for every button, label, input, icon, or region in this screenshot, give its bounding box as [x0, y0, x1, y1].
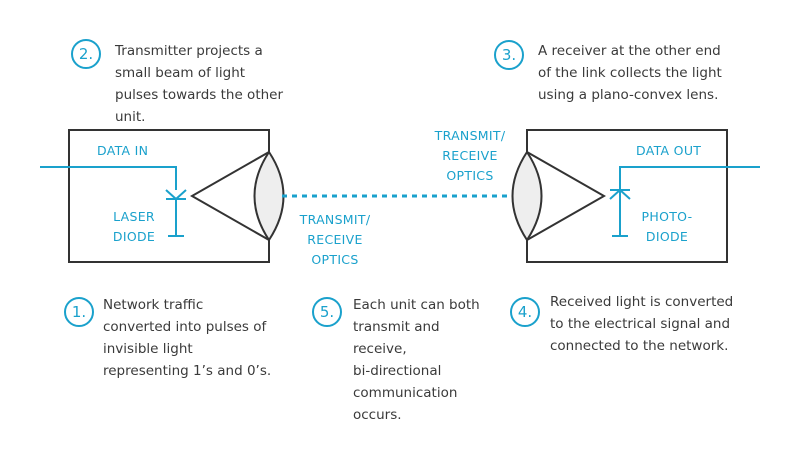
data-in-line [40, 166, 177, 190]
step-5-number: 5. [312, 297, 342, 327]
step-4-text: Received light is converted to the elect… [550, 294, 734, 354]
step-4-number: 4. [510, 297, 540, 327]
step-3-number: 3. [494, 40, 524, 70]
data-out-label: DATA OUT [636, 143, 702, 158]
left-lens [253, 150, 285, 242]
step-3-text: A receiver at the other end of the link … [538, 43, 722, 103]
step-1-number: 1. [64, 297, 94, 327]
photo-diode-label: PHOTO- DIODE [641, 209, 693, 244]
step-2-text: Transmitter projects a small beam of lig… [115, 43, 284, 125]
right-lens [511, 150, 543, 242]
data-in-label: DATA IN [97, 143, 149, 158]
left-cone [189, 151, 270, 241]
step-2-number: 2. [71, 39, 101, 69]
optics-label-left: TRANSMIT/ RECEIVE OPTICS [299, 212, 371, 267]
photo-diode-symbol [609, 188, 631, 237]
data-out-line [619, 166, 760, 190]
laser-diode-symbol [165, 189, 187, 237]
laser-diode-label: LASER DIODE [112, 209, 156, 244]
right-cone [526, 151, 607, 241]
optics-label-right: TRANSMIT/ RECEIVE OPTICS [434, 128, 506, 183]
step-1-text: Network traffic converted into pulses of… [103, 297, 272, 379]
step-5-text: Each unit can both transmit and receive,… [353, 297, 480, 423]
